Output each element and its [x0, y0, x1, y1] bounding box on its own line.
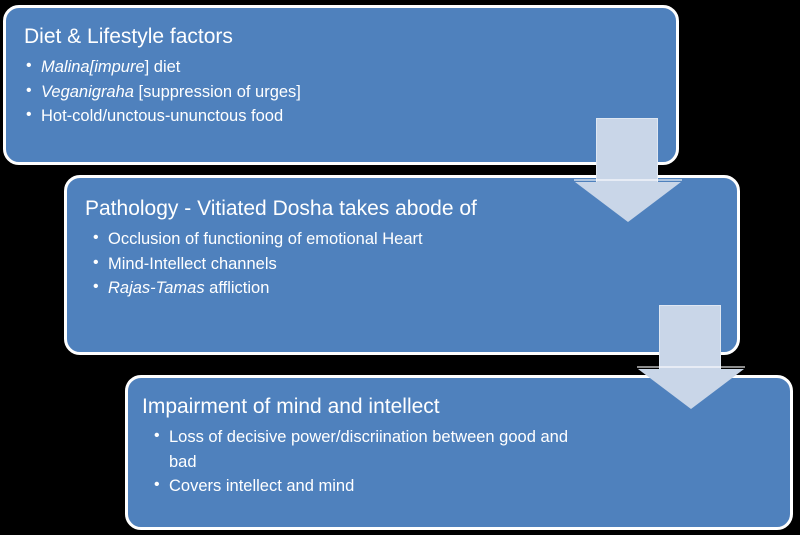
bullet-item: Veganigraha [suppression of urges] [26, 78, 676, 104]
stage-bullet-list-diet-lifestyle: Malina[impure] diet Veganigraha [suppres… [26, 54, 676, 128]
arrow-gap-highlight [637, 366, 745, 368]
stage-bullet-list-pathology: Occlusion of functioning of emotional He… [93, 226, 737, 300]
arrow-head [575, 182, 681, 222]
bullet-italic-part: Malina[impure [41, 58, 145, 77]
arrow-head [638, 369, 744, 409]
bullet-item: Mind-Intellect channels [93, 250, 737, 276]
down-arrow-icon-stage1-to-stage2 [574, 118, 682, 222]
arrow-gap-highlight [574, 179, 682, 181]
bullet-plain-part: ] diet [144, 58, 181, 77]
down-arrow-icon-stage2-to-stage3 [637, 305, 745, 412]
arrow-stem [659, 305, 721, 371]
bullet-plain-part: [suppression of urges] [133, 82, 301, 101]
bullet-plain-part: Covers intellect and mind [169, 476, 355, 495]
bullet-italic-part: Veganigraha [41, 82, 134, 101]
bullet-item: Hot-cold/unctous-ununctous food [26, 103, 676, 128]
stage-heading-diet-lifestyle: Diet & Lifestyle factors [24, 25, 233, 48]
bullet-item: Occlusion of functioning of emotional He… [93, 226, 737, 251]
bullet-item: Malina[impure] diet [26, 54, 676, 79]
bullet-item: Covers intellect and mind [154, 473, 589, 498]
bullet-plain-part: Hot-cold/unctous-ununctous food [41, 106, 284, 125]
stage-heading-pathology: Pathology - Vitiated Dosha takes abode o… [85, 197, 477, 220]
bullet-plain-part: Occlusion of functioning of emotional He… [108, 230, 423, 249]
bullet-item: Loss of decisive power/discriination bet… [154, 424, 589, 474]
stage-bullet-list-impairment: Loss of decisive power/discriination bet… [154, 424, 790, 498]
bullet-plain-part: Mind-Intellect channels [108, 254, 277, 273]
bullet-plain-part: Loss of decisive power/discriination bet… [169, 428, 568, 471]
bullet-item: Rajas-Tamas affliction [93, 275, 737, 300]
stage-heading-impairment: Impairment of mind and intellect [142, 395, 440, 418]
arrow-stem [596, 118, 658, 184]
bullet-plain-part: affliction [204, 278, 270, 297]
stage-box-diet-lifestyle[interactable]: Diet & Lifestyle factors Malina[impure] … [3, 5, 679, 165]
bullet-italic-part: Rajas-Tamas [108, 278, 205, 297]
